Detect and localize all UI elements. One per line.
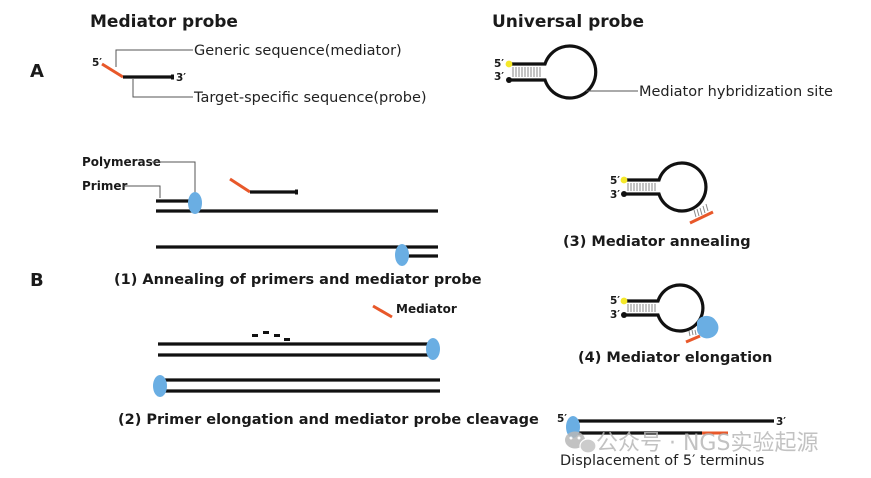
hairpin-stem-loop xyxy=(625,161,708,213)
universal-probe-schematic: Universal probe 5′ 3′ Mediator hybridiza… xyxy=(492,12,833,100)
step4-mediator-elongation: 5′ 3′ (4) Mediator elongation xyxy=(578,283,772,366)
step5-3prime-label: 3′ xyxy=(776,416,786,428)
step3-mediator-annealing: 5′ 3′ (3) Mediator annealing xyxy=(563,161,751,250)
target-sequence-leader xyxy=(132,79,193,98)
primer-leader xyxy=(123,185,161,198)
quencher-dot xyxy=(621,191,627,197)
wechat-icon xyxy=(565,431,597,454)
polymerase-blob xyxy=(426,338,440,360)
universal-probe-3prime-label: 3′ xyxy=(494,71,504,83)
mediator-hybridization-bonds xyxy=(693,203,709,218)
target-sequence-label: Target-specific sequence(probe) xyxy=(193,90,427,106)
quencher-dot xyxy=(506,77,512,83)
mediator-probe-schematic: Mediator probe 5′ 3′ Generic sequence(me… xyxy=(90,12,427,106)
mediator-probe-title: Mediator probe xyxy=(90,12,238,32)
probe-3prime-cap xyxy=(171,74,174,80)
fluorophore-dot xyxy=(505,60,513,68)
step4-3prime-label: 3′ xyxy=(610,309,620,321)
generic-sequence-leader xyxy=(115,49,193,67)
hairpin-stem-loop xyxy=(625,283,705,333)
primer-label: Primer xyxy=(82,179,127,193)
annealed-mediator xyxy=(689,210,714,225)
elongating-mediator xyxy=(685,334,701,344)
mediator-sequence-segment xyxy=(101,62,124,79)
universal-probe-title: Universal probe xyxy=(492,12,644,32)
step3-3prime-label: 3′ xyxy=(610,189,620,201)
mediator-hybridization-bonds xyxy=(688,329,697,337)
step1-annealing: Polymerase Primer (1) Annealing of prime… xyxy=(82,155,482,288)
step2-elongation: Mediator (2) Primer elongation and media… xyxy=(118,302,539,428)
mediator-probe-5prime-label: 5′ xyxy=(92,57,102,69)
fluorophore-dot xyxy=(620,176,628,184)
probe-3prime-cap xyxy=(295,189,298,195)
mediator-label: Mediator xyxy=(396,302,457,316)
panel-label-a: A xyxy=(30,61,44,82)
hybridization-site-label: Mediator hybridization site xyxy=(639,84,833,100)
watermark-text: 公众号 · NGS实验起源 xyxy=(596,431,818,456)
polymerase-blob xyxy=(696,315,719,339)
released-mediator xyxy=(372,304,393,319)
fluorophore-dot xyxy=(620,297,628,305)
generic-sequence-label: Generic sequence(mediator) xyxy=(194,43,402,59)
step3-5prime-label: 5′ xyxy=(610,175,620,187)
stem-hybridization-bonds xyxy=(627,183,656,191)
step1-caption: (1) Annealing of primers and mediator pr… xyxy=(114,272,482,288)
polymerase-blob xyxy=(188,192,202,214)
step4-caption: (4) Mediator elongation xyxy=(578,350,772,366)
probe-mediator-segment xyxy=(229,177,251,194)
quencher-dot xyxy=(621,312,627,318)
hairpin xyxy=(505,44,598,100)
panel-label-b: B xyxy=(30,270,44,291)
polymerase-label: Polymerase xyxy=(82,155,161,169)
step5-caption: Displacement of 5′ terminus xyxy=(560,453,764,469)
hairpin-stem-loop xyxy=(510,44,598,100)
step5-5prime-label: 5′ xyxy=(557,413,567,425)
polymerase-leader xyxy=(152,161,196,193)
stem-hybridization-bonds xyxy=(512,67,541,77)
stem-hybridization-bonds xyxy=(627,304,656,312)
mediator-probe-3prime-label: 3′ xyxy=(176,72,186,84)
universal-probe-5prime-label: 5′ xyxy=(494,58,504,70)
polymerase-blob xyxy=(395,244,409,266)
step4-5prime-label: 5′ xyxy=(610,295,620,307)
polymerase-blob xyxy=(153,375,167,397)
step2-caption: (2) Primer elongation and mediator probe… xyxy=(118,412,539,428)
watermark: 公众号 · NGS实验起源 xyxy=(565,431,818,456)
cleaved-probe-fragments xyxy=(252,331,290,341)
step3-caption: (3) Mediator annealing xyxy=(563,234,751,250)
